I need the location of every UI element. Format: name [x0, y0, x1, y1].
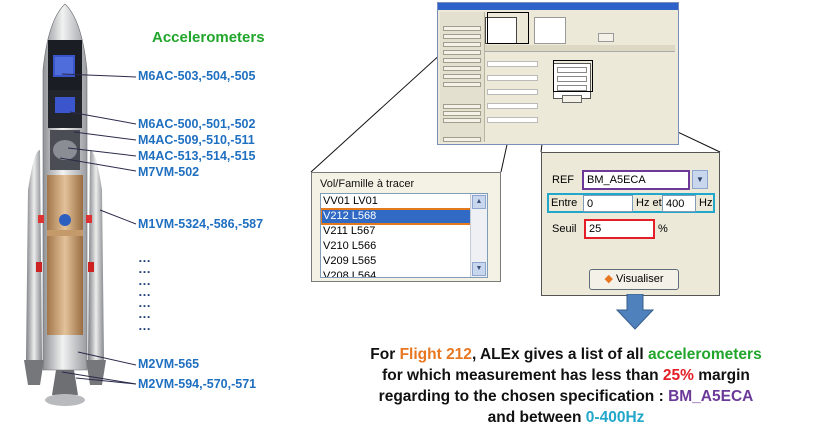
chevron-down-icon[interactable]: ▼ — [692, 170, 708, 189]
visualiser-button[interactable]: ◆ Visualiser — [589, 269, 679, 290]
sidebar-button[interactable] — [443, 111, 481, 116]
sidebar-button[interactable] — [443, 50, 481, 55]
spec-highlight: BM_A5ECA — [668, 388, 754, 405]
mini-value-column — [485, 53, 540, 143]
range-highlight: 0-400Hz — [585, 409, 645, 426]
sidebar-button[interactable] — [443, 74, 481, 79]
down-arrow-icon — [615, 294, 655, 330]
margin-highlight: 25% — [662, 367, 694, 384]
ref-select[interactable]: BM_A5ECA — [582, 170, 690, 190]
accelerometer-label: M2VM-594,-570,-571 — [138, 377, 257, 391]
sidebar-button[interactable] — [443, 34, 481, 39]
summary-text-part: and between — [487, 409, 586, 426]
entre-label: Entre — [551, 197, 578, 209]
ellipsis: … — [138, 283, 151, 299]
sidebar-button[interactable] — [443, 58, 481, 63]
list-item[interactable]: V209 L565 — [323, 255, 377, 267]
ellipsis: … — [138, 295, 151, 311]
visualiser-icon: ◆ — [604, 273, 613, 285]
scroll-up-icon[interactable]: ▲ — [472, 195, 486, 209]
mini-ref-box — [553, 63, 591, 103]
hz-label: Hz — [699, 197, 713, 209]
accelerometers-title: Accelerometers — [152, 29, 265, 46]
frequency-to-field[interactable]: 400 — [662, 195, 696, 212]
mini-button[interactable] — [598, 33, 614, 42]
sidebar-button[interactable] — [443, 104, 481, 109]
ellipsis: … — [138, 250, 151, 265]
accelerometer-label: M6AC-503,-504,-505 — [138, 69, 256, 83]
ellipsis: … — [138, 306, 151, 322]
window-titlebar — [438, 3, 678, 10]
summary-text-part: margin — [693, 367, 750, 384]
summary-text-part: regarding to the chosen specification : — [378, 388, 669, 405]
summary-text-part: , ALEx gives a list of all — [471, 346, 648, 363]
ariane-rocket-illustration — [24, 3, 106, 406]
accelerometer-label: M4AC-509,-510,-511 — [138, 133, 255, 147]
ellipsis: … — [138, 272, 151, 288]
window-sidebar — [440, 12, 485, 142]
list-item[interactable]: VV01 LV01 — [323, 195, 378, 207]
zoom-box-ref — [553, 60, 593, 92]
visualiser-label: Visualiser — [616, 273, 664, 285]
accelerometer-label: M1VM-5324,-586,-587 — [138, 217, 264, 231]
alex-app-window-thumbnail — [437, 2, 679, 145]
sidebar-button[interactable] — [443, 137, 481, 142]
summary-text: For Flight 212, ALEx gives a list of all… — [316, 344, 816, 428]
mini-tabstrip — [485, 45, 675, 52]
mini-list-2[interactable] — [534, 17, 566, 44]
zoom-box-list — [487, 12, 529, 44]
list-item[interactable]: V211 L567 — [323, 225, 376, 237]
sidebar-button[interactable] — [443, 26, 481, 31]
flight-family-listbox[interactable]: VV01 LV01 V212 L568 V211 L567 V210 L566 … — [320, 193, 488, 278]
accelerometer-label: M4AC-513,-514,-515 — [138, 149, 256, 163]
sidebar-button[interactable] — [443, 82, 481, 87]
sidebar-button[interactable] — [443, 42, 481, 47]
sidebar-button[interactable] — [443, 118, 481, 123]
flight-highlight: Flight 212 — [399, 346, 472, 363]
frequency-from-field[interactable]: 0 — [583, 195, 633, 212]
flight-family-panel: Vol/Famille à tracer VV01 LV01 V212 L568… — [311, 172, 501, 282]
mini-flight-list[interactable] — [485, 17, 517, 44]
list-item[interactable]: V210 L566 — [323, 240, 377, 252]
summary-text-part: for which measurement has less than — [382, 367, 663, 384]
threshold-field[interactable]: 25 — [584, 219, 655, 239]
accelerometer-label: M2VM-565 — [138, 357, 200, 371]
reference-panel: REF BM_A5ECA ▼ Entre 0 Hz et 400 Hz Seui… — [541, 152, 720, 296]
ellipsis: … — [138, 317, 151, 333]
hz-et-label: Hz et — [636, 197, 662, 209]
vertical-scrollbar[interactable]: ▲ ▼ — [470, 194, 487, 277]
accelerometers-highlight: accelerometers — [647, 346, 762, 363]
scroll-down-icon[interactable]: ▼ — [472, 262, 486, 276]
sidebar-button[interactable] — [443, 66, 481, 71]
ellipsis-list: … … … … … … … — [138, 250, 151, 333]
ref-label: REF — [552, 174, 574, 186]
seuil-label: Seuil — [552, 223, 577, 235]
accelerometer-label: M7VM-502 — [138, 165, 200, 179]
summary-text-part: For — [370, 346, 400, 363]
list-item[interactable]: V208 L564 — [323, 270, 377, 278]
list-item-selected[interactable]: V212 L568 — [321, 208, 487, 225]
panel-title: Vol/Famille à tracer — [320, 178, 415, 190]
percent-label: % — [658, 223, 668, 235]
frequency-range-group — [547, 193, 715, 213]
ellipsis: … — [138, 261, 151, 277]
accelerometer-label: M6AC-500,-501,-502 — [138, 117, 256, 131]
sidebar-button[interactable] — [443, 144, 481, 145]
